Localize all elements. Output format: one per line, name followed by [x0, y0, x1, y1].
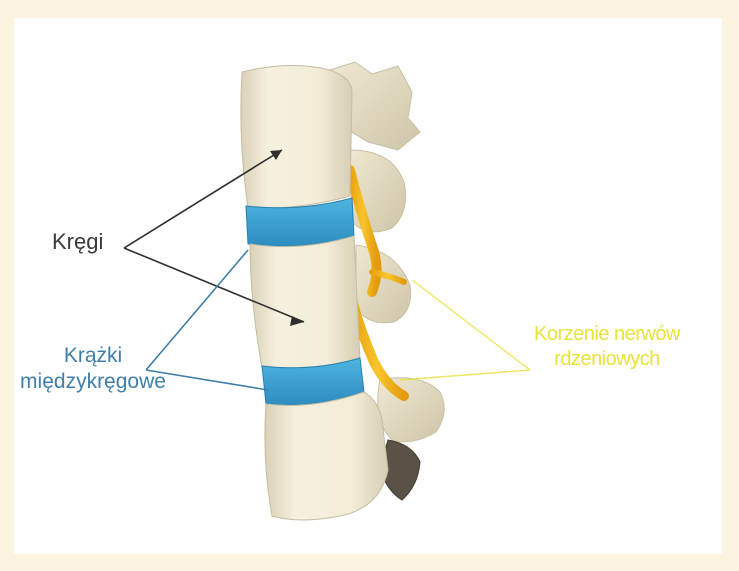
- label-intervertebral-discs: Krążki międzykręgowe: [14, 343, 172, 396]
- label-nerves-line1: Korzenie nerwów: [516, 322, 698, 347]
- nerves-pointer-lines: [400, 280, 530, 380]
- label-vertebrae: Kręgi: [52, 228, 103, 256]
- label-discs-line2: międzykręgowe: [14, 369, 172, 395]
- vertebra-lower: [265, 392, 388, 520]
- label-discs-line1: Krążki: [14, 343, 172, 369]
- vertebra-upper: [241, 65, 352, 208]
- label-spinal-nerve-roots: Korzenie nerwów rdzeniowych: [516, 322, 698, 372]
- label-nerves-line2: rdzeniowych: [516, 347, 698, 372]
- vertebra-middle: [250, 236, 360, 369]
